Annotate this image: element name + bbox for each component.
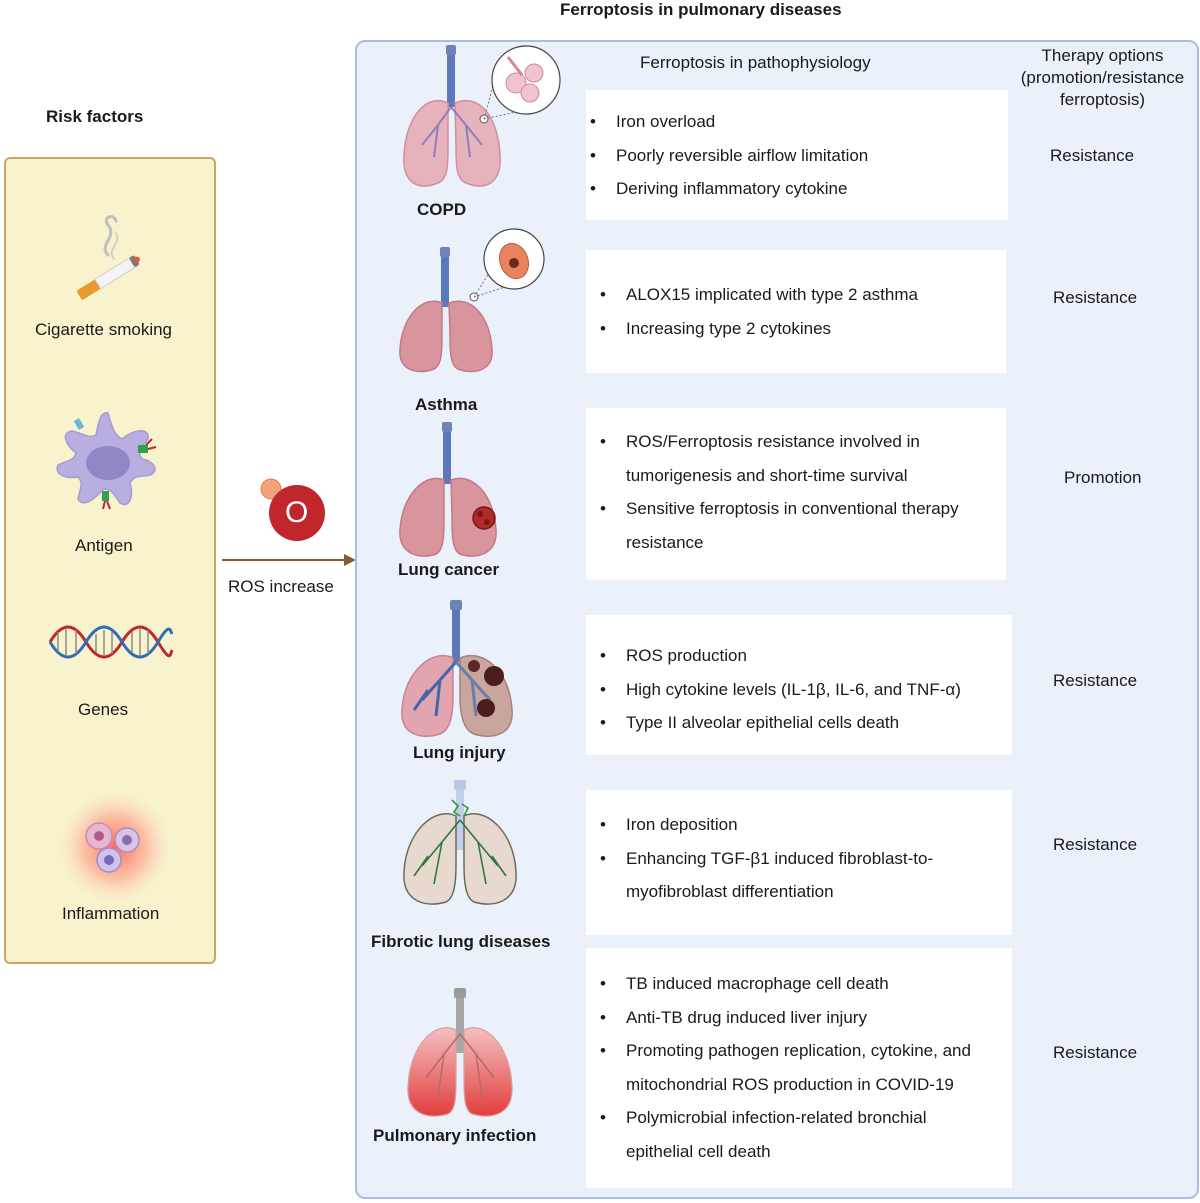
disease-name: Fibrotic lung diseases bbox=[371, 932, 551, 951]
figure-title: Ferroptosis in pulmonary diseases bbox=[560, 0, 842, 19]
lung-cancer-icon bbox=[399, 422, 497, 557]
bullet-list: ALOX15 implicated with type 2 asthma Inc… bbox=[600, 278, 1006, 345]
risk-factor-label: Antigen bbox=[75, 536, 133, 555]
bullet-list: TB induced macrophage cell death Anti-TB… bbox=[600, 967, 1012, 1169]
lung-cancer-pathophysiology-box: ROS/Ferroptosis resistance involved in t… bbox=[586, 408, 1006, 580]
bullet-item: Anti-TB drug induced liver injury bbox=[600, 1001, 1012, 1035]
copd-pathophysiology-box: Iron overload Poorly reversible airflow … bbox=[586, 90, 1008, 220]
bullet-item: Promoting pathogen replication, cytokine… bbox=[600, 1034, 1012, 1068]
inflammation-cells-icon bbox=[59, 791, 171, 903]
therapy-option: Resistance bbox=[1050, 146, 1135, 165]
ros-arrow bbox=[222, 554, 356, 566]
bullet-item: Iron deposition bbox=[600, 808, 1012, 842]
bullet-item: tumorigenesis and short-time survival bbox=[600, 459, 1006, 493]
disease-name: Lung injury bbox=[413, 743, 506, 762]
bullet-continuation: myofibroblast differentiation bbox=[626, 882, 834, 902]
therapy-header-line: (promotion/resistance bbox=[1020, 68, 1185, 87]
bullet-item: Enhancing TGF-β1 induced fibroblast-to- bbox=[600, 842, 1012, 876]
asthma-pathophysiology-box: ALOX15 implicated with type 2 asthma Inc… bbox=[586, 250, 1006, 373]
bullet-continuation: resistance bbox=[626, 532, 704, 552]
bullet-list: ROS production High cytokine levels (IL-… bbox=[600, 639, 1012, 740]
therapy-option: Resistance bbox=[1053, 1043, 1138, 1062]
asthma-lung-icon bbox=[399, 228, 545, 373]
risk-factors-title: Risk factors bbox=[46, 107, 144, 126]
bullet-item: Increasing type 2 cytokines bbox=[600, 312, 1006, 346]
bullet-item: Type II alveolar epithelial cells death bbox=[600, 706, 1012, 740]
antigen-cell-icon bbox=[56, 412, 157, 510]
bullet-item: Polymicrobial infection-related bronchia… bbox=[600, 1101, 1012, 1135]
lung-injury-icon bbox=[401, 600, 513, 737]
therapy-option: Resistance bbox=[1053, 288, 1138, 307]
ros-symbol: O bbox=[285, 496, 309, 529]
fibrotic-lung-icon bbox=[403, 780, 517, 905]
bullet-item: Poorly reversible airflow limitation bbox=[590, 139, 1008, 173]
disease-name: Lung cancer bbox=[398, 560, 500, 579]
ros-molecule-icon bbox=[260, 478, 325, 541]
therapy-option: Promotion bbox=[1064, 468, 1142, 487]
risk-factor-label: Inflammation bbox=[62, 904, 160, 923]
bullet-list: Iron deposition Enhancing TGF-β1 induced… bbox=[600, 808, 1012, 909]
risk-factor-label: Cigarette smoking bbox=[35, 320, 173, 339]
risk-factor-label: Genes bbox=[78, 700, 129, 719]
bullet-item: resistance bbox=[600, 526, 1006, 560]
infection-lung-icon bbox=[407, 988, 513, 1117]
therapy-header-line: ferroptosis) bbox=[1059, 90, 1146, 109]
bullet-list: ROS/Ferroptosis resistance involved in t… bbox=[600, 425, 1006, 559]
bullet-continuation: tumorigenesis and short-time survival bbox=[626, 465, 908, 485]
bullet-item: epithelial cell death bbox=[600, 1135, 1012, 1169]
bullet-list: Iron overload Poorly reversible airflow … bbox=[590, 105, 1008, 206]
therapy-option: Resistance bbox=[1053, 835, 1138, 854]
dna-icon bbox=[48, 625, 174, 659]
bullet-continuation: mitochondrial ROS production in COVID-19 bbox=[626, 1074, 954, 1094]
bullet-item: Iron overload bbox=[590, 105, 1008, 139]
bullet-item: Deriving inflammatory cytokine bbox=[590, 172, 1008, 206]
bullet-continuation: epithelial cell death bbox=[626, 1141, 771, 1161]
bullet-item: ALOX15 implicated with type 2 asthma bbox=[600, 278, 1006, 312]
fibrotic-pathophysiology-box: Iron deposition Enhancing TGF-β1 induced… bbox=[586, 790, 1012, 935]
therapy-header-line: Therapy options bbox=[1041, 46, 1164, 65]
lung-injury-pathophysiology-box: ROS production High cytokine levels (IL-… bbox=[586, 615, 1012, 755]
copd-lung-icon bbox=[403, 45, 561, 187]
cigarette-icon bbox=[77, 215, 140, 300]
disease-name: Pulmonary infection bbox=[373, 1126, 537, 1145]
bullet-item: ROS/Ferroptosis resistance involved in bbox=[600, 425, 1006, 459]
ros-increase-label: ROS increase bbox=[228, 577, 334, 596]
bullet-item: TB induced macrophage cell death bbox=[600, 967, 1012, 1001]
pathophysiology-header: Ferroptosis in pathophysiology bbox=[640, 53, 871, 72]
bullet-item: mitochondrial ROS production in COVID-19 bbox=[600, 1068, 1012, 1102]
bullet-item: High cytokine levels (IL-1β, IL-6, and T… bbox=[600, 673, 1012, 707]
bullet-item: ROS production bbox=[600, 639, 1012, 673]
therapy-header: Therapy options (promotion/resistance fe… bbox=[1010, 45, 1195, 111]
disease-name: COPD bbox=[417, 200, 467, 219]
infection-pathophysiology-box: TB induced macrophage cell death Anti-TB… bbox=[586, 948, 1012, 1188]
disease-name: Asthma bbox=[415, 395, 478, 414]
bullet-item: Sensitive ferroptosis in conventional th… bbox=[600, 492, 1006, 526]
bullet-item: myofibroblast differentiation bbox=[600, 875, 1012, 909]
therapy-option: Resistance bbox=[1053, 671, 1138, 690]
